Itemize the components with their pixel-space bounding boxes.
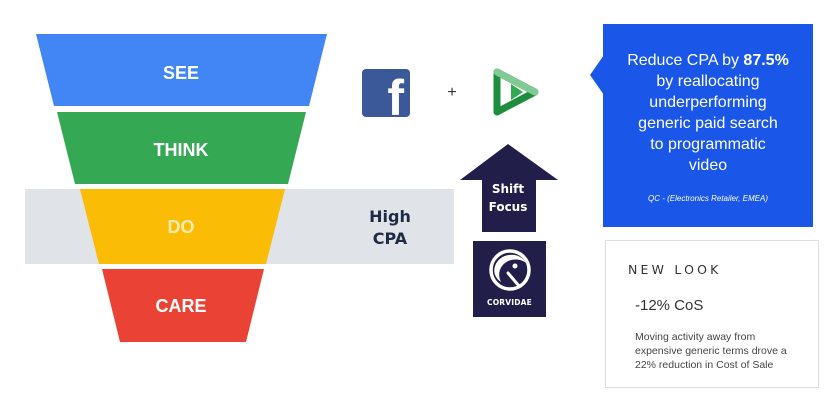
results-callout: Reduce CPA by 87.5% by reallocating unde…	[603, 24, 813, 227]
callout-line-2: by reallocating	[656, 73, 760, 90]
new-look-desc-line-3: 22% reduction in Cost of Sale	[635, 359, 774, 371]
shift-focus-arrow	[460, 144, 558, 232]
callout-line-1-text: Reduce CPA by	[627, 52, 744, 69]
callout-line-4: generic paid search	[638, 115, 778, 132]
corvidae-logo-block: CORVIDAE	[473, 241, 546, 317]
facebook-icon: f	[362, 69, 410, 117]
new-look-desc-line-1: Moving activity away from	[635, 331, 756, 343]
plus-sign: +	[447, 84, 457, 101]
new-look-desc-line-2: expensive generic terms drove a	[635, 345, 787, 357]
callout-headline: Reduce CPA by 87.5% by reallocating unde…	[611, 50, 805, 176]
shift-focus-line-2: Focus	[488, 200, 528, 214]
callout-source: QC - (Electronics Retailer, EMEA)	[647, 194, 769, 203]
funnel-label-do: DO	[168, 217, 195, 237]
funnel-label-see: SEE	[163, 63, 199, 83]
callout-line-5: to programmatic	[650, 136, 766, 153]
facebook-letter: f	[387, 70, 404, 117]
high-cpa-line-1: High	[369, 207, 411, 226]
callout-line-3: underperforming	[649, 94, 767, 111]
funnel-stage-do	[80, 189, 285, 264]
high-cpa-line-2: CPA	[372, 229, 408, 248]
callout-line-6: video	[688, 157, 728, 174]
marketing-funnel: SEE THINK DO CARE	[25, 34, 454, 342]
corvidae-name: CORVIDAE	[486, 298, 532, 307]
corvidae-crow-logo-icon	[489, 249, 531, 291]
callout-highlight-value: 87.5%	[743, 52, 789, 69]
shift-focus-label: Shift Focus	[482, 180, 534, 216]
new-look-metric: -12% CoS	[635, 297, 704, 314]
new-look-logo: NEW LOOK	[628, 262, 722, 277]
new-look-card: NEW LOOK -12% CoS Moving activity away f…	[605, 240, 819, 388]
new-look-description: Moving activity away from expensive gene…	[635, 330, 811, 372]
callout-pointer	[590, 55, 604, 95]
shift-focus-line-1: Shift	[491, 182, 525, 196]
callout-line-1: Reduce CPA by 87.5%	[611, 50, 805, 71]
funnel-label-think: THINK	[154, 140, 209, 160]
display-video-360-icon	[493, 68, 539, 116]
funnel-stage-think	[57, 112, 306, 184]
funnel-stage-see	[36, 34, 327, 106]
funnel-label-care: CARE	[155, 296, 206, 316]
funnel-stage-care	[102, 269, 264, 342]
high-cpa-label: High CPA	[352, 206, 428, 250]
